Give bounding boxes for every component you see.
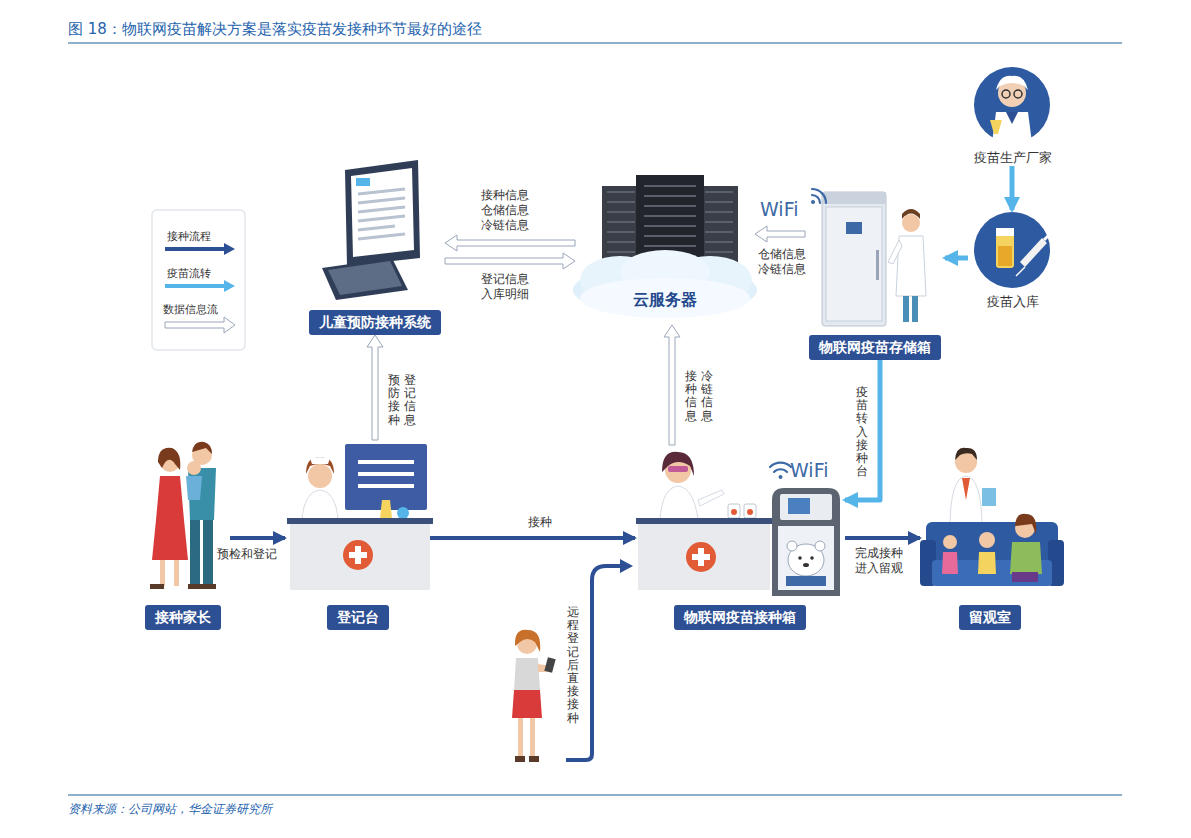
legend-label: 疫苗流转 [167, 266, 211, 281]
storage-box-node: 物联网疫苗存储箱 [805, 180, 945, 360]
vaccine-flow-arrow [945, 256, 968, 261]
node-label: 疫苗入库 [987, 294, 1039, 310]
wifi-label: WiFi [790, 459, 828, 481]
warehousing-node: 疫苗入库 [968, 210, 1058, 310]
edge-label: 预检和登记 [217, 547, 277, 562]
data-flow-arrow [445, 253, 575, 269]
node-label: 登记台 [327, 605, 389, 630]
system-node: 儿童预防接种系统 [305, 150, 445, 335]
node-label: 疫苗生产厂家 [974, 150, 1052, 166]
edge-label: 疫苗转入接种台 [856, 386, 868, 478]
remote-registration-note: 远程登记后直接接种 [567, 606, 579, 725]
edge-label: 接种信息 仓储信息 冷链信息 [479, 188, 531, 233]
edge-label: 登记信息 入库明细 [479, 272, 531, 302]
edge-label: 接种信息 冷链信息 [685, 370, 713, 425]
legend-label: 接种流程 [167, 229, 211, 244]
process-flow-arrow [430, 536, 635, 540]
observation-room-node: 留观室 [920, 440, 1060, 630]
wifi-label: WiFi [760, 198, 798, 220]
legend-label: 数据信息流 [163, 302, 218, 317]
vaccine-flow-arrow [845, 360, 880, 500]
data-flow-arrow [445, 235, 575, 251]
node-label: 留观室 [959, 605, 1021, 630]
figure-title: 图 18：物联网疫苗解决方案是落实疫苗发接种环节最好的途径 [68, 20, 482, 39]
registration-desk-node: 登记台 [285, 440, 430, 630]
edge-label: 预防接种 登记信息 [388, 374, 416, 429]
node-label: 物联网疫苗存储箱 [809, 335, 941, 360]
source-caption: 资料来源：公司网站，华金证券研究所 [68, 802, 272, 817]
cloud-server-node: 云服务器 [575, 170, 755, 325]
process-flow-arrow [230, 536, 285, 540]
node-label: 云服务器 [633, 290, 697, 309]
edge-label: 完成接种 进入留观 [853, 546, 905, 576]
node-label: 接种家长 [145, 605, 221, 630]
edge-label: 仓储信息 冷链信息 [756, 247, 808, 277]
node-label: 儿童预防接种系统 [309, 310, 441, 335]
data-flow-arrow [755, 226, 805, 242]
data-flow-arrow [664, 325, 680, 445]
edge-label: 接种 [528, 515, 552, 530]
parent-node: 接种家长 [135, 440, 230, 630]
process-flow-arrow [845, 536, 920, 540]
node-label: 物联网疫苗接种箱 [674, 605, 806, 630]
vaccine-flow-arrow [1010, 166, 1015, 210]
data-flow-arrow [367, 335, 383, 440]
manufacturer-node: 疫苗生产厂家 [960, 66, 1065, 166]
